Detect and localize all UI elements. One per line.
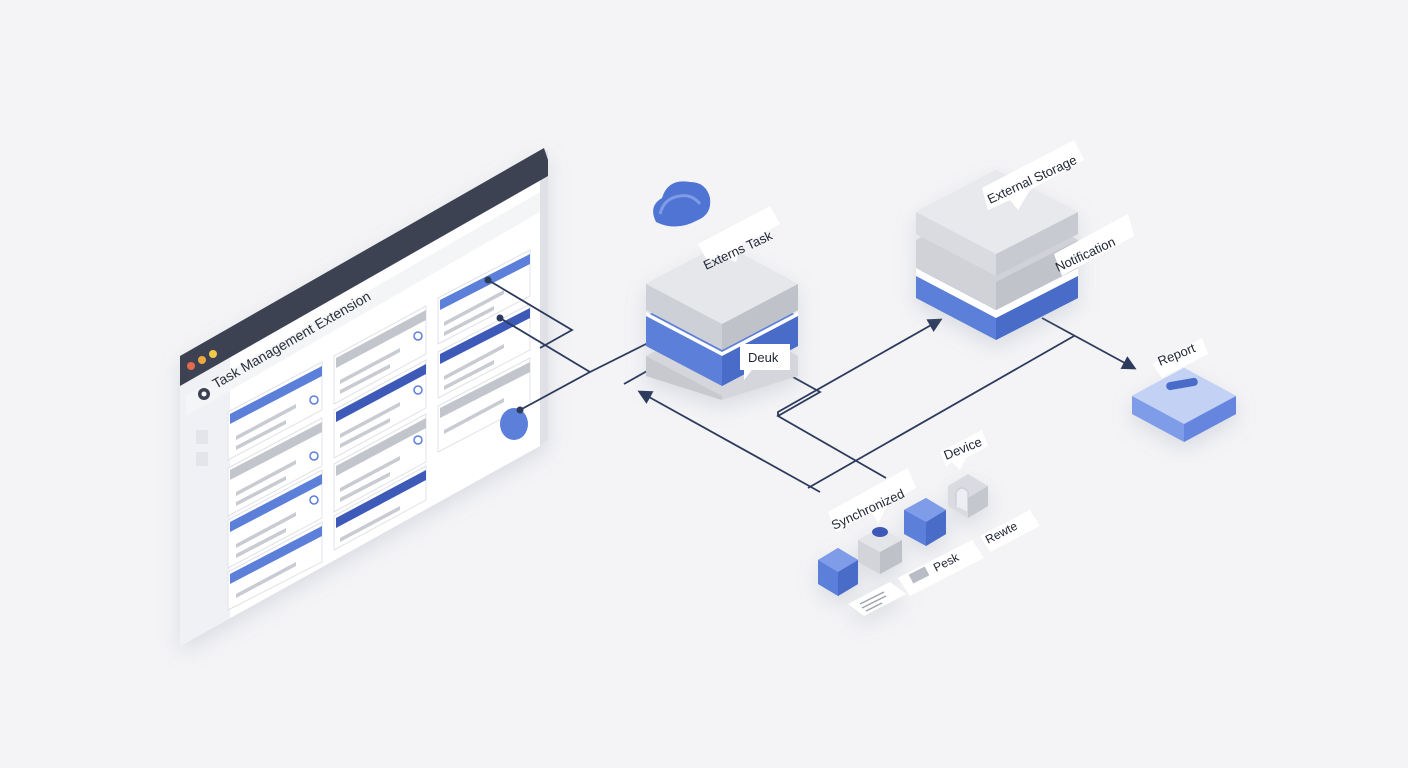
device-cube [858, 527, 902, 574]
window-close-button[interactable] [187, 362, 195, 370]
kanban-column-1 [227, 361, 323, 611]
task-card[interactable] [227, 361, 323, 461]
task-card[interactable] [437, 249, 531, 345]
task-card[interactable] [227, 521, 323, 611]
browser-logo-dot [201, 391, 207, 397]
task-card[interactable] [227, 417, 323, 517]
connector-dot [484, 276, 492, 284]
window-minimize-button[interactable] [198, 356, 206, 364]
browser-title-bar [180, 148, 548, 386]
extern-task-server [646, 244, 798, 400]
kanban-column-2 [333, 305, 427, 551]
connector-line [519, 371, 591, 411]
document-icon [848, 582, 906, 616]
connectors [487, 279, 1137, 493]
connector-line [807, 335, 1075, 489]
task-card[interactable] [333, 359, 427, 459]
sidebar-square[interactable] [196, 452, 208, 466]
task-card[interactable] [437, 357, 531, 453]
connector-dot [516, 406, 524, 414]
sync-cluster [818, 474, 988, 616]
connector-arrow [637, 390, 821, 493]
device-icon [948, 474, 988, 518]
task-card[interactable] [227, 469, 323, 569]
rewte-callout: Rewte [980, 510, 1040, 552]
report-block-icon [1132, 368, 1236, 442]
connector-arrow [777, 318, 943, 416]
sync-toggle-button[interactable] [500, 408, 528, 440]
device-cube [904, 498, 946, 546]
window-maximize-button[interactable] [209, 350, 217, 358]
task-card[interactable] [333, 465, 427, 551]
task-card[interactable] [333, 413, 427, 513]
connector-dot [496, 314, 504, 322]
external-storage-server [916, 170, 1078, 340]
connector-line [487, 279, 574, 349]
device-callout: Device [940, 430, 988, 470]
pesk-icon [908, 566, 930, 584]
device-cube [818, 548, 858, 596]
synchronized-callout: Synchronized [828, 468, 916, 533]
pesk-callout: Pesk [898, 540, 984, 596]
desk-callout: Deuk [740, 344, 790, 380]
sidebar-square[interactable] [196, 430, 208, 444]
task-card[interactable] [333, 305, 427, 405]
cloud-icon [653, 181, 711, 227]
desk-label: Deuk [748, 350, 779, 365]
browser-window: Task Management Extension [180, 148, 548, 646]
connector-arrow [1041, 317, 1137, 370]
